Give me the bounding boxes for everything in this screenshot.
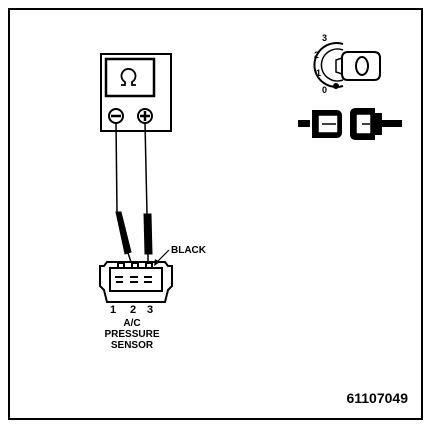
black-wire-label: BLACK	[171, 245, 207, 256]
black-wire-callout: BLACK	[154, 245, 207, 266]
ignition-switch-icon: 3 2 1 0	[313, 33, 381, 95]
component-label: A/C PRESSURE SENSOR	[104, 318, 159, 351]
ohm-symbol-icon	[120, 68, 137, 86]
component-label-line-2: PRESSURE	[104, 329, 159, 340]
positive-lead	[144, 122, 148, 215]
pin-label-1: 1	[110, 304, 116, 316]
negative-probe	[115, 211, 132, 263]
key-icon	[335, 51, 381, 81]
multimeter	[100, 53, 172, 132]
ignition-pos-3: 3	[322, 33, 327, 43]
pin-label-2: 2	[130, 304, 136, 316]
component-label-line-3: SENSOR	[111, 340, 154, 351]
diagram-border	[8, 8, 423, 420]
component-label-line-1: A/C	[123, 318, 140, 329]
positive-probe	[143, 213, 153, 262]
positive-terminal	[137, 108, 153, 124]
ac-pressure-sensor-connector	[99, 261, 173, 303]
multimeter-display	[104, 57, 156, 98]
disconnected-connector-icon	[298, 108, 402, 140]
pin-label-3: 3	[147, 304, 153, 316]
ignition-pos-1: 1	[316, 68, 321, 78]
ignition-pos-0: 0	[322, 85, 327, 95]
negative-lead	[115, 122, 118, 213]
figure-number: 61107049	[346, 390, 408, 406]
test-leads	[115, 122, 153, 263]
negative-terminal	[108, 108, 124, 124]
